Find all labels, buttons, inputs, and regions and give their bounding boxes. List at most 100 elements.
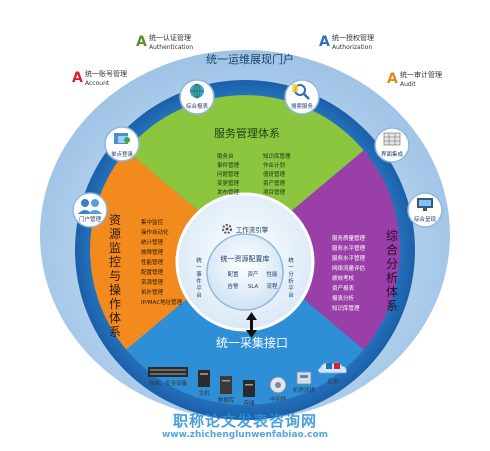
portal-node-search[interactable]: 搜索服务 — [284, 79, 320, 115]
analysis-item: 网络流量评估 — [332, 264, 366, 272]
analysis-items: 服务质量管理 服务水平管理 服务水平管理 网络流量评估 绩效考核 资产报表 报表… — [332, 234, 366, 312]
watermark-title: 职称论文发表咨询网 — [172, 412, 317, 430]
device-label: 主机 — [198, 389, 210, 397]
users-icon — [78, 199, 102, 214]
database-icon — [220, 376, 232, 394]
portal-node-label: 单点登录 — [111, 150, 134, 158]
resource-item: 操作自动化 — [141, 228, 169, 236]
resource-title-vertical: 资源监控与操作体系 — [109, 213, 121, 339]
governance-audit: A 统一审计管理 Audit — [387, 70, 442, 88]
portal-node-label: 界面集成 — [381, 150, 404, 158]
cmdb-item: 性能 — [266, 270, 278, 278]
portal-node-portal-mgmt[interactable]: 门户管理 — [72, 192, 108, 228]
service-mgmt-col1: 服务台 事件管理 问题管理 变更管理 发布管理 — [217, 152, 240, 196]
service-item: 值班管理 — [263, 170, 286, 178]
service-item: 知识库管理 — [263, 152, 291, 160]
service-mgmt-title: 服务管理体系 — [214, 126, 280, 140]
service-item: 项目管理 — [263, 188, 286, 196]
service-mgmt-col2: 知识库管理 作业计划 值班管理 资产管理 项目管理 — [263, 152, 291, 196]
account-letter-icon: A — [72, 70, 83, 86]
host-icon — [198, 370, 210, 387]
application-icon — [317, 362, 347, 374]
cmdb-circle — [206, 233, 284, 311]
analysis-item: 知识库管理 — [332, 304, 360, 312]
device-label: 应用 — [327, 377, 338, 385]
device-storage: 存储 — [243, 380, 255, 407]
globe-icon — [190, 83, 204, 99]
analysis-title-vertical: 综合分析体系 — [386, 229, 398, 313]
analysis-item: 资产报表 — [332, 284, 355, 292]
datacenter-icon — [296, 371, 312, 385]
cmdb-item: 流程 — [266, 282, 278, 290]
resource-item: 资源管理 — [141, 278, 164, 286]
service-item: 发布管理 — [217, 188, 240, 196]
portal-node-reports[interactable]: 综合报表 — [179, 79, 215, 115]
authorization-letter-icon: A — [319, 34, 330, 50]
device-application: 应用 — [317, 362, 347, 385]
resource-item: 配置管理 — [141, 268, 164, 276]
resource-item: 性能管理 — [141, 258, 164, 266]
analysis-item: 报表分析 — [332, 294, 355, 302]
device-label: 数据库 — [218, 396, 235, 404]
storage-icon — [243, 380, 255, 397]
resource-item: IP/MAC地址管理 — [141, 298, 183, 306]
resource-title: 资源监控与操作体系 — [109, 213, 121, 339]
analysis-item: 服务水平管理 — [332, 244, 366, 252]
governance-authentication: A 统一认证管理 Authentication — [136, 33, 193, 51]
device-label: 网络、安全设备 — [149, 379, 188, 387]
grid-icon — [383, 132, 401, 146]
service-item: 变更管理 — [217, 179, 240, 187]
monitor-icon — [417, 198, 433, 211]
audit-letter-icon: A — [387, 71, 398, 87]
governance-account: A 统一账号管理 Account — [72, 69, 127, 87]
watermark-url: www.zhichenglunwenfabiao.com — [161, 430, 329, 440]
service-item: 问题管理 — [217, 170, 240, 178]
cmdb-item: 配置 — [227, 271, 239, 278]
audit-cn: 统一审计管理 — [400, 70, 442, 79]
governance-authorization: A 统一授权管理 Authorization — [319, 33, 374, 51]
device-database: 数据库 — [218, 376, 235, 404]
cmdb-items: 配置 资产 性能 告警 SLA 流程 — [227, 270, 278, 290]
portal-node-ui-integration[interactable]: 界面集成 — [374, 127, 410, 163]
resource-item: 拓扑管理 — [141, 288, 164, 296]
device-middleware: 中间件 — [269, 376, 287, 403]
resource-item: 统计管理 — [141, 238, 164, 246]
resource-items: 集中监控 操作自动化 统计管理 故障管理 性能管理 配置管理 资源管理 拓扑管理… — [141, 218, 183, 306]
authentication-en: Authentication — [149, 44, 193, 51]
service-mgmt-sector — [126, 95, 364, 250]
search-icon — [292, 84, 310, 100]
event-platform-text: 统一事件平台 — [196, 256, 202, 299]
collection-title: 统一采集接口 — [216, 335, 288, 350]
workflow-gear-icon — [222, 224, 232, 234]
device-host: 主机 — [198, 370, 210, 397]
portal-node-label: 综合报表 — [186, 102, 209, 110]
device-label: 存储 — [243, 399, 255, 407]
device-label: 中间件 — [270, 395, 287, 403]
account-en: Account — [85, 80, 110, 87]
network-device-icon — [148, 367, 188, 377]
analysis-item: 绩效考核 — [332, 274, 355, 282]
portal-node-label: 门户管理 — [79, 215, 102, 223]
portal-node-label: 搜索服务 — [291, 102, 314, 110]
resource-sector — [90, 150, 245, 350]
portal-node-sso[interactable]: 单点登录 — [104, 126, 140, 162]
analysis-item: 服务质量管理 — [332, 234, 366, 242]
cmdb-title: 统一资源配置库 — [221, 254, 270, 263]
service-item: 事件管理 — [217, 161, 240, 169]
service-item: 服务台 — [217, 152, 234, 160]
workflow-label: 工作流引擎 — [236, 225, 269, 234]
analysis-platform-text: 统一分析平台 — [288, 256, 294, 299]
cmdb-item: 资产 — [247, 270, 259, 278]
authentication-letter-icon: A — [136, 34, 147, 50]
middleware-icon — [269, 376, 287, 394]
service-item: 作业计划 — [263, 161, 285, 169]
portal-node-presentation[interactable]: 综合呈现 — [407, 192, 443, 228]
service-item: 资产管理 — [263, 179, 286, 187]
login-icon — [114, 133, 130, 144]
account-cn: 统一账号管理 — [85, 69, 127, 78]
analysis-platform-label: 统一分析平台 — [288, 256, 294, 299]
double-arrow-icon — [246, 312, 257, 338]
device-network: 网络、安全设备 — [148, 367, 188, 387]
cmdb-item: 告警 — [227, 282, 239, 290]
